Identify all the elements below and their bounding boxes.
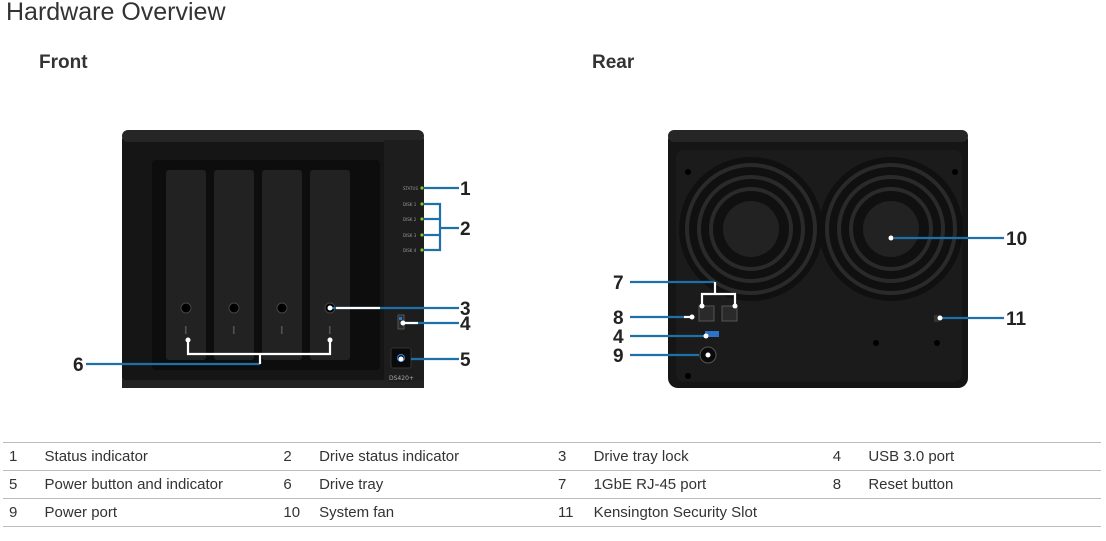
- legend-label: Power button and indicator: [44, 470, 278, 499]
- legend-label: Drive tray: [319, 470, 552, 499]
- legend-number: 3: [551, 442, 594, 471]
- drive-tray: [166, 170, 206, 360]
- kensington-slot-icon: [934, 315, 939, 322]
- legend-row: 1 Status indicator 2 Drive status indica…: [3, 442, 1101, 471]
- legend-number: 4: [826, 442, 869, 471]
- model-label: DS420+: [389, 375, 414, 382]
- callout-4-rear: 4: [613, 327, 624, 348]
- status-led: [420, 186, 424, 190]
- legend-label: Drive status indicator: [319, 442, 552, 471]
- callout-5: 5: [460, 350, 471, 371]
- drive-tray: [214, 170, 254, 360]
- legend-row: 9 Power port 10 System fan 11 Kensington…: [3, 498, 1101, 527]
- legend-label: Power port: [44, 498, 278, 527]
- callout-8: 8: [613, 308, 624, 329]
- legend-label: Reset button: [868, 470, 1101, 499]
- led-label-disk4: DISK 4: [403, 248, 417, 253]
- legend-label: System fan: [319, 498, 552, 527]
- front-heading: Front: [39, 52, 88, 73]
- rj45-port-icon: [721, 305, 738, 322]
- legend-number: 8: [826, 470, 869, 499]
- legend-number: 5: [3, 470, 45, 499]
- callout-7: 7: [613, 273, 624, 294]
- callout-3: 3: [460, 299, 471, 320]
- legend-number: 10: [277, 498, 320, 527]
- legend-label: Kensington Security Slot: [593, 498, 827, 527]
- system-fan-right: [819, 157, 963, 301]
- led-label-disk1: DISK 1: [403, 202, 417, 207]
- led-label-disk2: DISK 2: [403, 217, 417, 222]
- callout-2: 2: [460, 219, 471, 240]
- disk-led: [420, 217, 424, 221]
- legend-number: [826, 498, 869, 527]
- page-title: Hardware Overview: [6, 0, 226, 26]
- legend-label: [868, 498, 1101, 527]
- legend-number: 2: [277, 442, 320, 471]
- led-label-status: STATUS: [403, 186, 418, 191]
- legend-number: 6: [277, 470, 320, 499]
- rear-callout-lines: [630, 236, 1004, 357]
- legend-number: 9: [3, 498, 45, 527]
- legend-row: 5 Power button and indicator 6 Drive tra…: [3, 470, 1101, 499]
- legend-number: 7: [551, 470, 594, 499]
- callout-11: 11: [1006, 309, 1027, 330]
- legend-label: Status indicator: [44, 442, 278, 471]
- callout-9: 9: [613, 346, 624, 367]
- legend-label: USB 3.0 port: [868, 442, 1101, 471]
- callout-10: 10: [1006, 229, 1027, 250]
- usb-port-icon: [705, 331, 719, 337]
- callout-1: 1: [460, 179, 471, 200]
- legend-label: Drive tray lock: [593, 442, 827, 471]
- system-fan-left: [679, 157, 823, 301]
- legend-label: 1GbE RJ-45 port: [593, 470, 827, 499]
- legend-table: 1 Status indicator 2 Drive status indica…: [3, 442, 1101, 527]
- legend-number: 11: [551, 498, 594, 527]
- disk-led: [420, 202, 424, 206]
- hardware-diagram: STATUS DISK 1 DISK 2 DISK 3 DISK 4 DS420…: [73, 130, 1027, 388]
- drive-tray: [310, 170, 350, 360]
- callout-6: 6: [73, 355, 84, 376]
- disk-led: [420, 233, 424, 237]
- legend-number: 1: [3, 442, 45, 471]
- drive-tray: [262, 170, 302, 360]
- drive-tray-bracket: [186, 306, 418, 364]
- led-label-disk3: DISK 3: [403, 233, 417, 238]
- rear-heading: Rear: [592, 52, 635, 73]
- rj45-port-icon: [698, 305, 715, 322]
- disk-led: [420, 248, 424, 252]
- front-device: STATUS DISK 1 DISK 2 DISK 3 DISK 4 DS420…: [122, 130, 424, 388]
- rear-device: [668, 130, 968, 388]
- callout-4: 4: [460, 314, 471, 335]
